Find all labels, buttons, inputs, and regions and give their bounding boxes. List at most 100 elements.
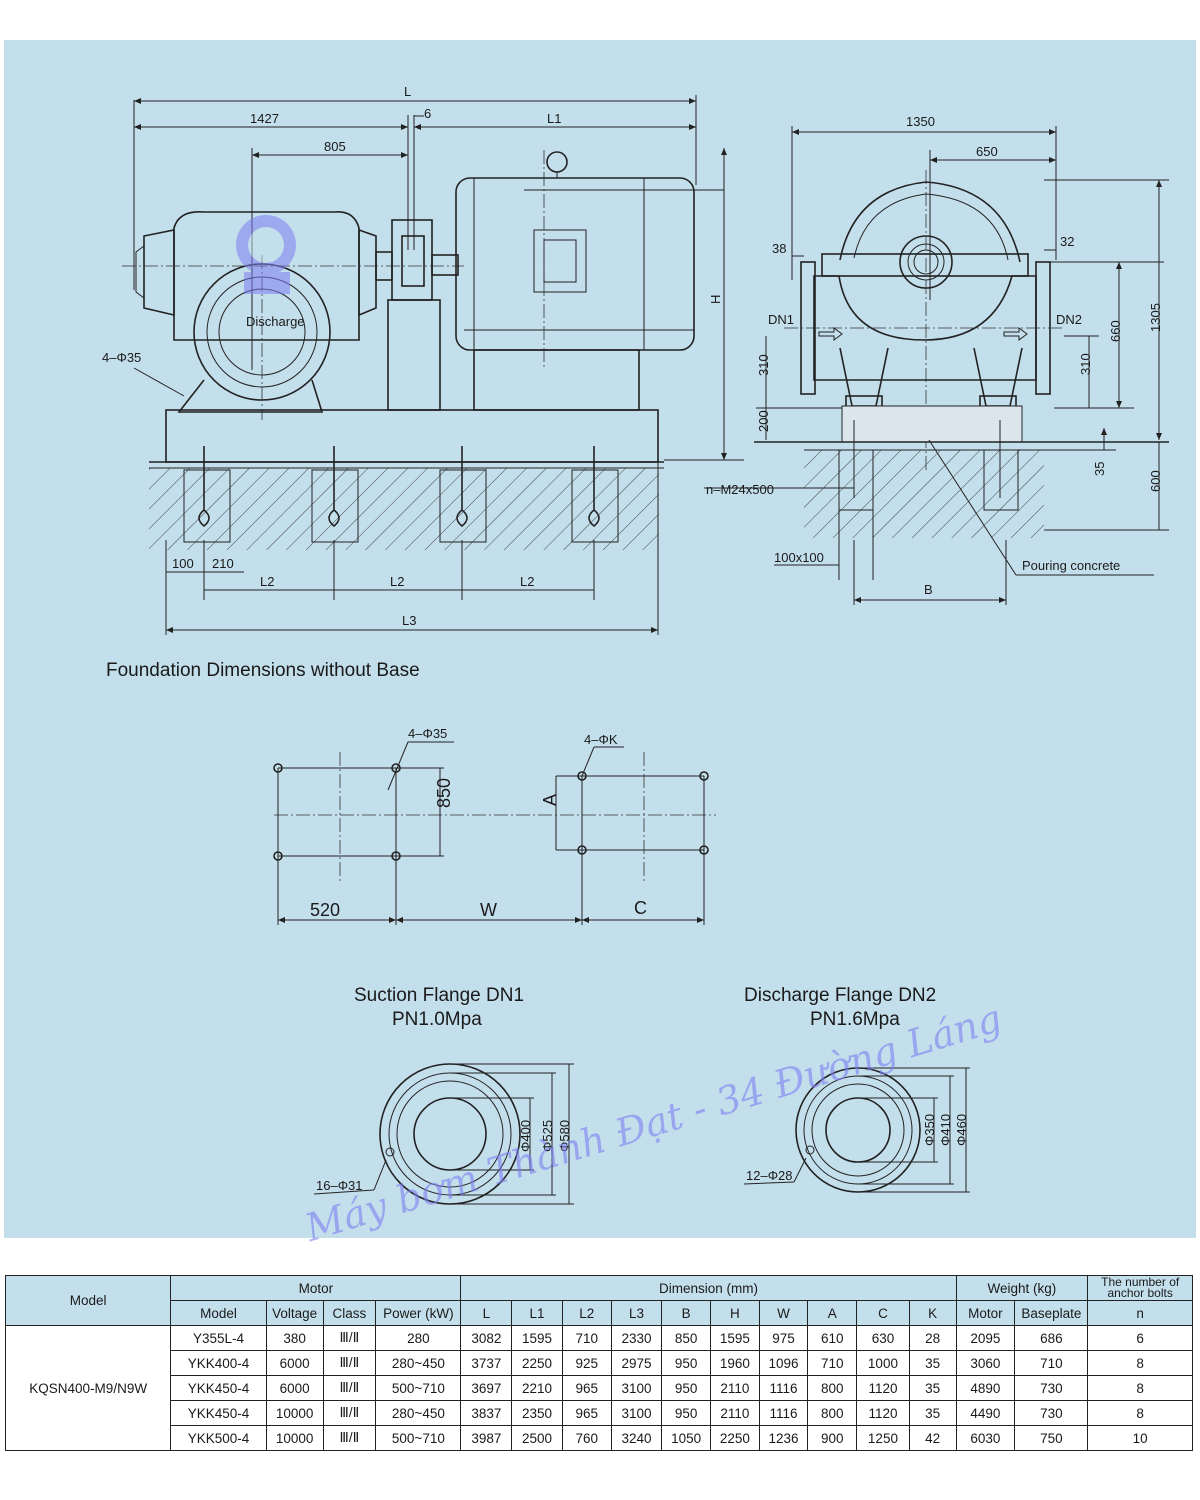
table-cell: 6: [1087, 1325, 1193, 1351]
table-cell: 730: [1014, 1400, 1089, 1426]
table-cell: 3100: [610, 1400, 663, 1426]
table-cell: 2250: [511, 1350, 563, 1376]
th-K: K: [908, 1300, 957, 1326]
table-cell: 6000: [265, 1375, 324, 1401]
th-class: Class: [322, 1300, 377, 1326]
table-cell: 760: [561, 1425, 612, 1451]
dim-phi460: Φ460: [954, 1114, 969, 1146]
suction-flange-title: Suction Flange DN1: [354, 985, 524, 1006]
dim-phi525: Φ525: [540, 1120, 555, 1152]
suction-bolts-label: 16–Φ31: [316, 1178, 363, 1193]
table-cell: 3082: [460, 1325, 513, 1351]
table-cell: 500~710: [375, 1425, 462, 1451]
bolt-holes-label: 4–Φ35: [102, 350, 141, 365]
table-cell: Ⅲ/Ⅱ: [322, 1375, 377, 1401]
dim-phi410: Φ410: [938, 1114, 953, 1146]
table-cell: 10: [1087, 1425, 1193, 1451]
table-cell: 1116: [758, 1375, 809, 1401]
table-cell: 686: [1014, 1325, 1089, 1351]
dim-H: H: [708, 295, 723, 304]
table-cell: 2500: [511, 1425, 563, 1451]
table-cell: 900: [807, 1425, 858, 1451]
dim-38: 38: [772, 241, 786, 256]
table-cell: Ⅲ/Ⅱ: [322, 1400, 377, 1426]
dim-1305: 1305: [1148, 303, 1163, 332]
table-cell: 4490: [955, 1400, 1016, 1426]
table-cell: 3100: [610, 1375, 663, 1401]
table-cell: 1116: [758, 1400, 809, 1426]
table-cell: 800: [807, 1400, 858, 1426]
table-cell: YKK450-4: [170, 1400, 267, 1426]
table-cell: YKK450-4: [170, 1375, 267, 1401]
dim-B: B: [924, 582, 933, 597]
th-n: n: [1087, 1300, 1193, 1326]
dim-phi400: Φ400: [518, 1120, 533, 1152]
table-cell: Ⅲ/Ⅱ: [322, 1350, 377, 1376]
th-anchor-bolts: The number of anchor bolts: [1087, 1275, 1193, 1301]
dim-805: 805: [324, 139, 346, 154]
table-cell: 28: [908, 1325, 957, 1351]
dim-210: 210: [212, 556, 234, 571]
table-cell: 2350: [511, 1400, 563, 1426]
th-motor-model: Model: [170, 1300, 267, 1326]
dim-100: 100: [172, 556, 194, 571]
table-cell: 2095: [955, 1325, 1016, 1351]
dim-L2-b: L2: [390, 574, 404, 589]
table-cell: 380: [265, 1325, 324, 1351]
table-cell: 6030: [955, 1425, 1016, 1451]
discharge-label: Discharge: [246, 314, 305, 329]
th-L3: L3: [610, 1300, 663, 1326]
table-cell: 1960: [710, 1350, 760, 1376]
table-cell: 1120: [856, 1375, 910, 1401]
table-cell: Ⅲ/Ⅱ: [322, 1325, 377, 1351]
table-cell: 2975: [610, 1350, 663, 1376]
anchor-label: n–M24x500: [706, 482, 774, 497]
table-cell: 925: [561, 1350, 612, 1376]
dim-L2-a: L2: [260, 574, 274, 589]
table-cell: 2110: [710, 1375, 760, 1401]
th-dimension: Dimension (mm): [460, 1275, 957, 1301]
table-cell: 8: [1087, 1350, 1193, 1376]
dim-A: A: [540, 794, 560, 806]
th-H: H: [710, 1300, 760, 1326]
table-cell: 280: [375, 1325, 462, 1351]
table-cell: 3060: [955, 1350, 1016, 1376]
th-weight-base: Baseplate: [1014, 1300, 1089, 1326]
dim-phi580: Φ580: [557, 1120, 572, 1152]
dim-L3: L3: [402, 613, 416, 628]
table-cell: 280~450: [375, 1350, 462, 1376]
dim-310-right: 310: [1078, 353, 1093, 375]
table-cell: 1120: [856, 1400, 910, 1426]
table-cell: 750: [1014, 1425, 1089, 1451]
table-cell: 965: [561, 1400, 612, 1426]
table-cell: 1050: [661, 1425, 712, 1451]
table-cell: 6000: [265, 1350, 324, 1376]
drawing-panel: L 1427 6 L1 805 Discharge 4–Φ35: [4, 40, 1196, 1250]
dim-1427: 1427: [250, 111, 279, 126]
table-cell: 710: [561, 1325, 612, 1351]
dn1-label: DN1: [768, 312, 794, 327]
dim-L: L: [404, 84, 411, 99]
pump-holes-label: 4–Φ35: [408, 726, 447, 741]
suction-flange-pressure: PN1.0Mpa: [392, 1009, 482, 1030]
table-cell: 850: [661, 1325, 712, 1351]
th-L: L: [460, 1300, 513, 1326]
table-cell: 35: [908, 1350, 957, 1376]
table-cell: 4890: [955, 1375, 1016, 1401]
table-cell: 2330: [610, 1325, 663, 1351]
table-cell: YKK500-4: [170, 1425, 267, 1451]
dim-520: 520: [310, 900, 340, 920]
table-cell: Ⅲ/Ⅱ: [322, 1425, 377, 1451]
front-view: L 1427 6 L1 805 Discharge 4–Φ35: [102, 84, 744, 635]
dim-660: 660: [1108, 320, 1123, 342]
discharge-flange: Φ350 Φ410 Φ460 12–Φ28: [743, 1067, 970, 1193]
table-cell: 2250: [710, 1425, 760, 1451]
dim-600: 600: [1148, 470, 1163, 492]
table-cell: 950: [661, 1375, 712, 1401]
